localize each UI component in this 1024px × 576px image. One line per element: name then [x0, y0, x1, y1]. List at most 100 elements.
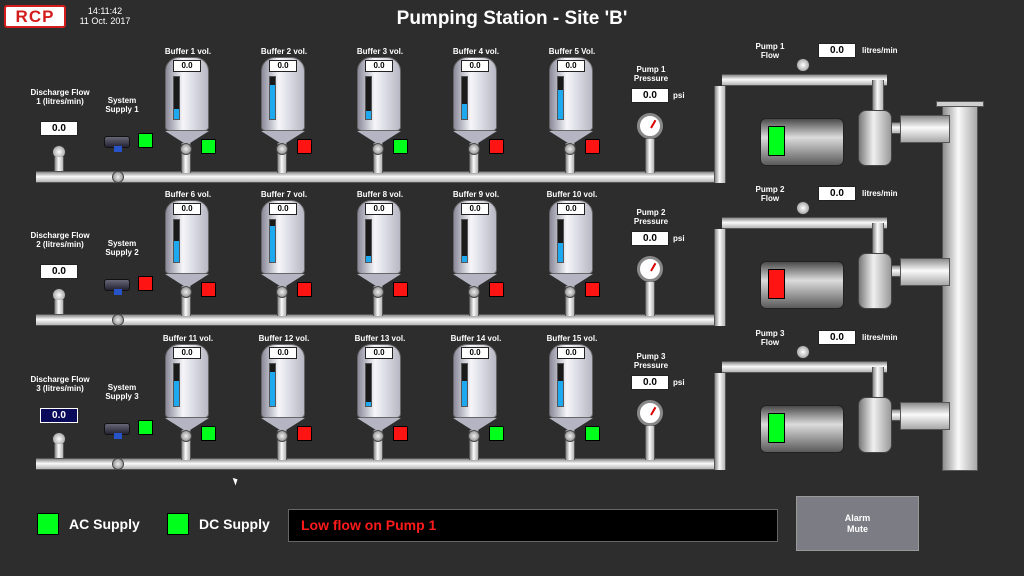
- buffer-1-indicator: [201, 139, 216, 154]
- line-3-pump-flowmeter-icon: [796, 345, 810, 359]
- line-2-pump-inlet-pipe: [872, 223, 884, 253]
- buffer-12-tank-cone: [261, 418, 305, 432]
- buffer-9-indicator: [489, 282, 504, 297]
- buffer-5-value: 0.0: [557, 60, 585, 72]
- buffer-14-indicator: [489, 426, 504, 441]
- buffer-4-level-gauge: [461, 76, 468, 120]
- buffer-2-level-fill: [270, 85, 275, 119]
- buffer-12-label: Buffer 12 vol.: [258, 334, 310, 343]
- line-3-pump-flow-label: Pump 3 Flow: [755, 329, 785, 347]
- buffer-13-level-gauge: [365, 363, 372, 407]
- buffer-7-label: Buffer 7 vol.: [260, 190, 308, 199]
- buffer-11-value: 0.0: [173, 347, 201, 359]
- buffer-1-level-fill: [174, 108, 179, 119]
- buffer-9-valve-icon: [468, 286, 480, 298]
- buffer-1-level-gauge: [173, 76, 180, 120]
- buffer-11-tank-cone: [165, 418, 209, 432]
- line-2-pump-flow-label: Pump 2 Flow: [755, 185, 785, 203]
- line-2-header-tee: [900, 258, 950, 286]
- buffer-5-level-gauge: [557, 76, 564, 120]
- line-3-supply-actuator-icon: [104, 423, 130, 439]
- buffer-9-level-gauge: [461, 219, 468, 263]
- buffer-14-tank-cone: [453, 418, 497, 432]
- buffer-2-valve-icon: [276, 143, 288, 155]
- buffer-10-value: 0.0: [557, 203, 585, 215]
- buffer-6-label: Buffer 6 vol.: [164, 190, 212, 199]
- buffer-8-valve-icon: [372, 286, 384, 298]
- line-1-header-tee: [900, 115, 950, 143]
- buffer-3-level-fill: [366, 110, 371, 119]
- alarm-message: Low flow on Pump 1: [301, 517, 437, 533]
- buffer-9-drop-pipe: [469, 286, 479, 316]
- page-title: Pumping Station - Site 'B': [396, 8, 628, 29]
- buffer-12-drop-pipe: [277, 430, 287, 460]
- buffer-8-level-fill: [366, 255, 371, 262]
- line-3-discharge-value[interactable]: 0.0: [40, 408, 78, 423]
- buffer-15-valve-icon: [564, 430, 576, 442]
- buffer-10-indicator: [585, 282, 600, 297]
- buffer-1-drop-pipe: [181, 143, 191, 173]
- buffer-5-level-fill: [558, 89, 563, 119]
- buffer-6-level-fill: [174, 241, 179, 262]
- buffer-4-valve-icon: [468, 143, 480, 155]
- line-3-pump-flow-value: 0.0: [818, 330, 856, 345]
- line-1-supply-valve-icon: [112, 171, 124, 183]
- buffer-6-indicator: [201, 282, 216, 297]
- line-1-upper-pipe: [722, 74, 887, 86]
- buffer-12-indicator: [297, 426, 312, 441]
- line-2-pressure-stem: [645, 282, 655, 316]
- buffer-8-value: 0.0: [365, 203, 393, 215]
- line-2-pressure-label: Pump 2 Pressure: [633, 208, 669, 226]
- ac-supply-indicator: [37, 513, 59, 535]
- buffer-9-value: 0.0: [461, 203, 489, 215]
- buffer-3-label: Buffer 3 vol.: [356, 47, 404, 56]
- buffer-13-value: 0.0: [365, 347, 393, 359]
- alarm-mute-button[interactable]: Alarm Mute: [796, 496, 919, 551]
- line-1-discharge-value: 0.0: [40, 121, 78, 136]
- line-1-pump-head-icon: [858, 110, 892, 166]
- buffer-13-label: Buffer 13 vol.: [354, 334, 406, 343]
- line-2-supply-valve-icon: [112, 314, 124, 326]
- buffer-15-value: 0.0: [557, 347, 585, 359]
- buffer-5-valve-icon: [564, 143, 576, 155]
- dc-supply-label: DC Supply: [199, 516, 270, 532]
- buffer-6-value: 0.0: [173, 203, 201, 215]
- buffer-10-drop-pipe: [565, 286, 575, 316]
- buffer-4-value: 0.0: [461, 60, 489, 72]
- line-2-supply-label: System Supply 2: [105, 239, 139, 257]
- buffer-14-level-fill: [462, 380, 467, 406]
- mouse-pointer-icon: [232, 476, 240, 486]
- buffer-13-tank-cone: [357, 418, 401, 432]
- buffer-13-indicator: [393, 426, 408, 441]
- line-3-discharge-stem: [54, 444, 64, 458]
- line-3-pump-flow-unit: litres/min: [862, 333, 898, 342]
- line-3-pressure-value: 0.0: [631, 375, 669, 390]
- buffer-8-drop-pipe: [373, 286, 383, 316]
- line-2-pressure-unit: psi: [673, 234, 685, 243]
- buffer-8-tank-cone: [357, 274, 401, 288]
- buffer-1-valve-icon: [180, 143, 192, 155]
- buffer-4-indicator: [489, 139, 504, 154]
- buffer-7-level-gauge: [269, 219, 276, 263]
- line-1-pump-flow-value: 0.0: [818, 43, 856, 58]
- clock-date: 11 Oct. 2017: [79, 16, 131, 26]
- line-3-pump-head-icon: [858, 397, 892, 453]
- buffer-10-tank-cone: [549, 274, 593, 288]
- buffer-2-label: Buffer 2 vol.: [260, 47, 308, 56]
- clock: 14:11:42 11 Oct. 2017: [70, 6, 140, 26]
- alarm-banner: Low flow on Pump 1: [288, 509, 778, 542]
- line-3-header-tee: [900, 402, 950, 430]
- buffer-12-level-fill: [270, 372, 275, 406]
- buffer-10-valve-icon: [564, 286, 576, 298]
- line-2-riser-pipe: [714, 229, 726, 326]
- buffer-11-label: Buffer 11 vol.: [162, 334, 214, 343]
- buffer-11-level-fill: [174, 380, 179, 406]
- line-3-supply-valve-icon: [112, 458, 124, 470]
- buffer-2-tank-cone: [261, 131, 305, 145]
- buffer-15-level-fill: [558, 380, 563, 406]
- discharge-header-cap: [936, 101, 984, 107]
- buffer-10-label: Buffer 10 vol.: [546, 190, 598, 199]
- buffer-6-drop-pipe: [181, 286, 191, 316]
- line-3-supply-label: System Supply 3: [105, 383, 139, 401]
- line-2-discharge-label: Discharge Flow 2 (litres/min): [30, 231, 90, 249]
